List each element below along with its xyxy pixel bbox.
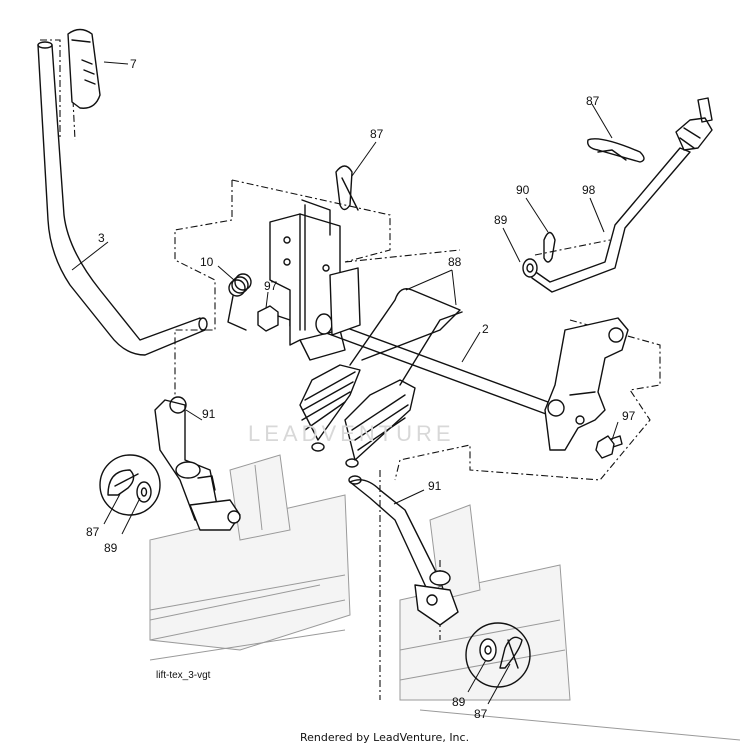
- callout-91-right: 91: [428, 479, 442, 493]
- callout-89-right: 89: [494, 213, 508, 227]
- lift-link-right: [348, 475, 459, 626]
- callout-87-right: 87: [586, 94, 600, 108]
- callout-2: 2: [482, 322, 489, 336]
- torsion-spring: [227, 273, 252, 331]
- extension-springs: [299, 288, 463, 468]
- lift-link-left: [154, 396, 241, 531]
- callout-87-left: 87: [86, 525, 100, 539]
- pin-and-washer-right: [522, 231, 556, 278]
- mounting-bracket: [269, 199, 346, 361]
- callout-98: 98: [582, 183, 596, 197]
- detail-hairpin-washer-left: [99, 454, 161, 516]
- lift-link-rod: [529, 97, 713, 293]
- render-credit: Rendered by LeadVenture, Inc.: [300, 731, 469, 744]
- callout-87-top: 87: [370, 127, 384, 141]
- bolt-left: [257, 305, 291, 332]
- lift-arm-right: [544, 317, 629, 451]
- watermark: LEADVENTURE: [248, 421, 455, 446]
- callout-89-left: 89: [104, 541, 118, 555]
- callout-97-left: 97: [264, 279, 278, 293]
- lift-lever: [37, 41, 208, 356]
- callout-90: 90: [516, 183, 530, 197]
- callout-89-bottom: 89: [452, 695, 466, 709]
- hairpin-clip-top: [335, 165, 359, 211]
- bolt-right: [595, 435, 623, 459]
- detail-hairpin-washer-right: [465, 622, 531, 688]
- leader-lines: [71, 61, 619, 705]
- image-code: lift-tex_3-vgt: [156, 670, 211, 681]
- callouts: 7 3 10 97 87 88 2 87 90 98 89 97 91 87 8…: [86, 57, 636, 721]
- callout-7: 7: [130, 57, 137, 71]
- handle-grip: [67, 28, 101, 109]
- callout-10: 10: [200, 255, 214, 269]
- callout-87-bottom: 87: [474, 707, 488, 721]
- callout-88: 88: [448, 255, 462, 269]
- callout-97-right: 97: [622, 409, 636, 423]
- hairpin-clip-right: [587, 138, 645, 163]
- callout-91-left: 91: [202, 407, 216, 421]
- callout-3: 3: [98, 231, 105, 245]
